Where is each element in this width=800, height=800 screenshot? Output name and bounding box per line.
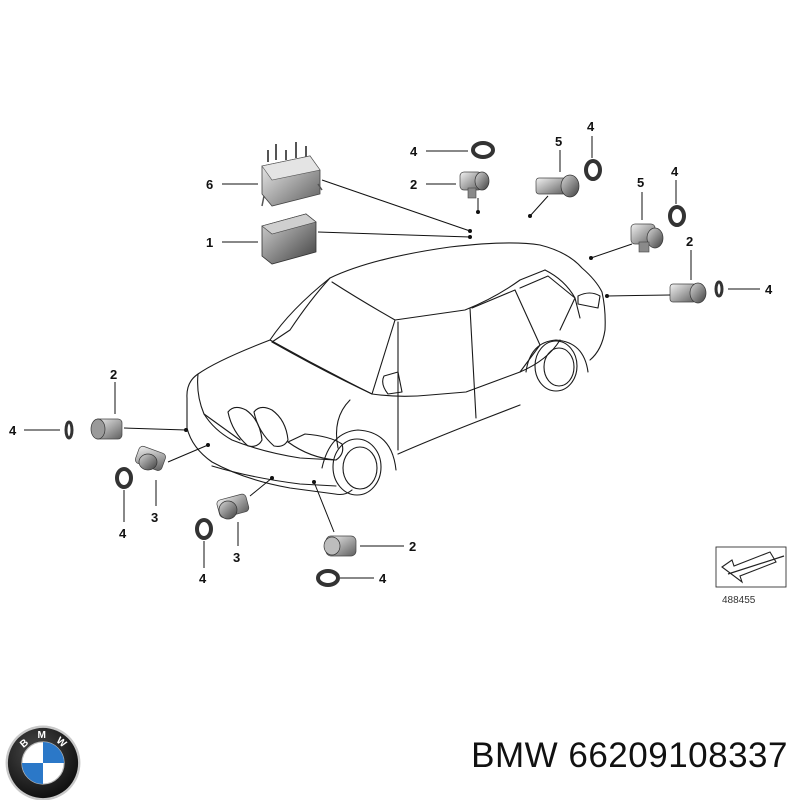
- sensor-part-2-left: [90, 418, 123, 440]
- sensor-part-2-top: [459, 171, 490, 199]
- callout-5-top: 5: [555, 134, 562, 149]
- callout-2-left: 2: [110, 367, 117, 382]
- callout-2-top: 2: [410, 177, 417, 192]
- leader-lines: [24, 136, 760, 579]
- callout-2-right: 2: [686, 234, 693, 249]
- callout-4-top: 4: [410, 144, 418, 159]
- control-module-bracket-part: [261, 142, 323, 207]
- control-unit-part: [261, 213, 317, 265]
- part-number-caption: BMW 66209108337: [471, 736, 788, 775]
- callout-4-center: 4: [199, 571, 207, 586]
- sensor-part-3-center: [216, 493, 250, 520]
- sensor-part-5-right: [630, 223, 664, 253]
- sensor-part-2-right: [669, 282, 707, 304]
- callout-4-top-right: 4: [587, 119, 595, 134]
- callout-4-far-right: 4: [765, 282, 773, 297]
- callout-1: 1: [206, 235, 213, 250]
- callout-5-right: 5: [637, 175, 644, 190]
- reference-number: 488455: [722, 595, 756, 606]
- sensor-part-5-top: [535, 174, 580, 198]
- direction-symbol: [715, 546, 787, 588]
- sensor-part-2-bottom: [323, 535, 357, 557]
- callout-4-left-lower: 4: [119, 526, 127, 541]
- callout-4-right: 4: [671, 164, 679, 179]
- bmw-roundel-icon: B M W: [5, 725, 81, 800]
- callout-4-far-left: 4: [9, 423, 17, 438]
- car-outline: [186, 242, 606, 496]
- callout-3-left: 3: [151, 510, 158, 525]
- callout-6: 6: [206, 177, 213, 192]
- ring-seals: [64, 141, 724, 587]
- callout-4-bottom: 4: [379, 571, 387, 586]
- callout-labels: 6 1 4 2 5 4 5 4 2 4 2 4 3 4 3 4 2 4: [9, 119, 773, 586]
- sensor-part-3-left: [135, 445, 166, 471]
- svg-text:M: M: [38, 730, 46, 741]
- callout-2-bottom: 2: [409, 539, 416, 554]
- callout-3-center: 3: [233, 550, 240, 565]
